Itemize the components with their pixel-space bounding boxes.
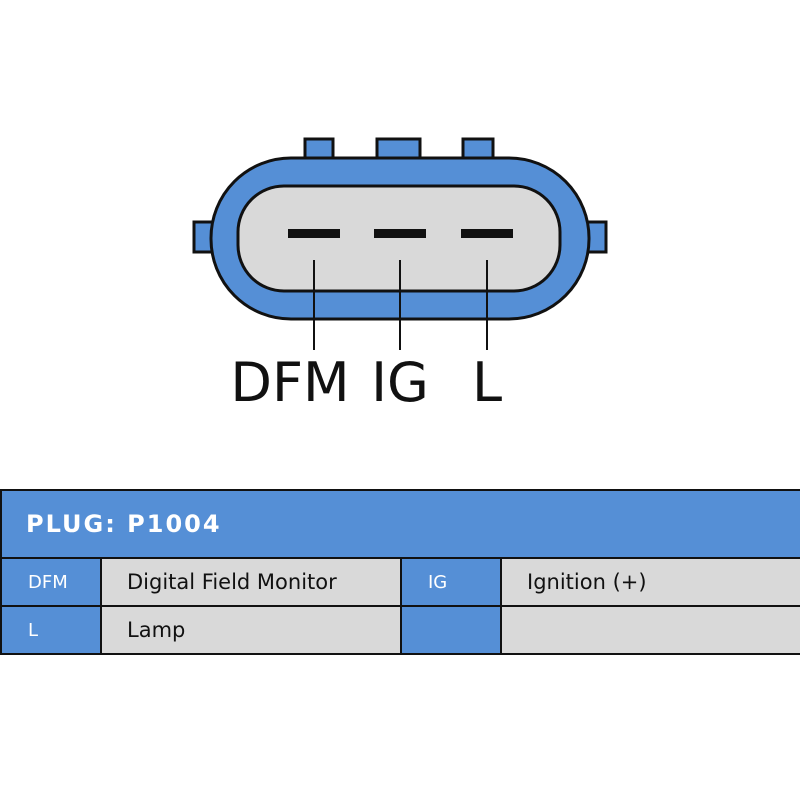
pin-description-cell [500,605,800,655]
pin-code-cell: IG [400,557,502,607]
pin-code-cell: L [0,605,102,655]
pin-blade-dfm [288,229,340,238]
connector-housing [192,137,608,321]
table-row: DFM Digital Field Monitor IG Ignition (+… [0,557,800,607]
pin-code-cell [400,605,502,655]
pin-description-cell: Digital Field Monitor [100,557,402,607]
pin-labels: DFM IG L [230,351,502,414]
connector-diagram: DFM IG L [192,137,608,414]
pin-code-cell: DFM [0,557,102,607]
pin-blades [288,229,513,238]
pin-description-cell: Lamp [100,605,402,655]
pin-description-cell: Ignition (+) [500,557,800,607]
pin-blade-ig [374,229,426,238]
pin-label-l: L [472,351,502,414]
table-row: L Lamp [0,605,800,655]
pin-label-dfm: DFM [230,351,349,414]
plug-title: PLUG: P1004 [0,489,800,559]
plug-pinout-table: PLUG: P1004 DFM Digital Field Monitor IG… [0,489,800,655]
table-header-row: PLUG: P1004 [0,489,800,559]
pin-blade-l [461,229,513,238]
pin-label-ig: IG [371,351,429,414]
leader-lines [313,260,488,350]
